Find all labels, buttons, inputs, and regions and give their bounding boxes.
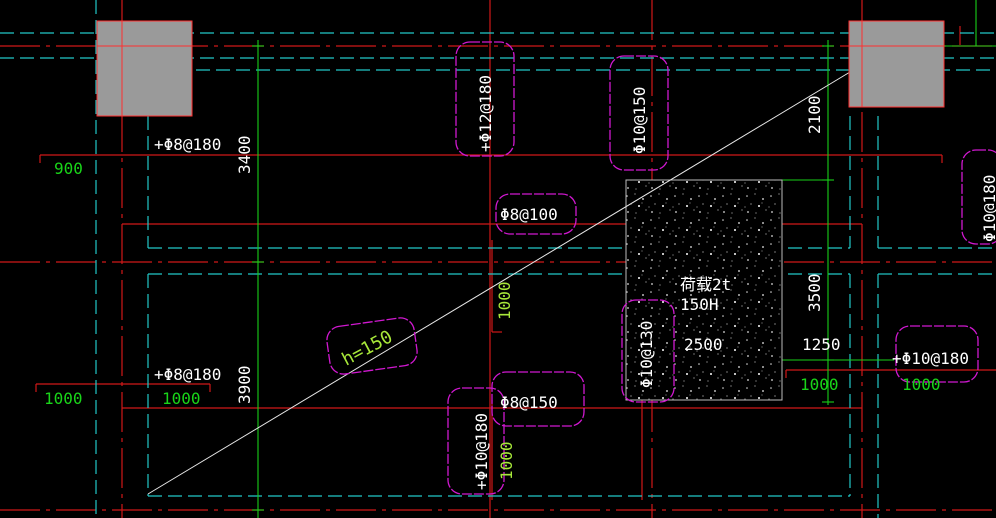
dimension-text: 1000 — [800, 375, 839, 394]
dimension-text: 3400 — [235, 135, 254, 174]
cloud — [326, 317, 418, 375]
dimension-text: 1000 — [44, 389, 83, 408]
load-area — [625, 179, 783, 401]
rebar-label: +Φ8@180 — [154, 135, 221, 154]
rebar-label: +Φ12@180 — [476, 75, 495, 152]
slab-thickness-label: h=150 — [338, 326, 396, 370]
dimension-text: 1000 — [902, 375, 941, 394]
load-label: 150H — [680, 295, 719, 314]
columns — [96, 20, 945, 117]
diagonal-line — [147, 71, 851, 495]
column-left — [96, 20, 193, 117]
cloud — [609, 55, 669, 171]
dimension-text: 1000 — [495, 281, 514, 320]
dimension-text: 900 — [54, 159, 83, 178]
dimension-text: 1250 — [802, 335, 841, 354]
load-label: 荷载2t — [680, 275, 731, 294]
rebar-label: +Φ8@180 — [154, 365, 221, 384]
revision-clouds — [326, 41, 996, 495]
rebar-label: Φ10@130 — [637, 321, 656, 388]
column-right — [848, 20, 945, 108]
dimension-text: 3500 — [805, 273, 824, 312]
cloud — [491, 371, 585, 427]
rebar-label: Φ10@180 — [980, 175, 996, 242]
rebar-label: Φ8@100 — [500, 205, 558, 224]
dimension-text: 1000 — [497, 441, 516, 480]
cloud — [455, 41, 515, 157]
rebar-label: Φ8@150 — [500, 393, 558, 412]
cloud — [495, 193, 577, 235]
dimension-text: 2500 — [684, 335, 723, 354]
dimension-text: 1000 — [162, 389, 201, 408]
cloud — [895, 325, 979, 383]
dimension-text: 2100 — [805, 95, 824, 134]
rebar-label: +Φ10@180 — [472, 413, 491, 490]
cloud — [961, 149, 996, 245]
rebar-label: Φ10@150 — [630, 87, 649, 154]
cloud — [447, 387, 505, 495]
dimension-text: 3900 — [235, 365, 254, 404]
rebar-label: +Φ10@180 — [892, 349, 969, 368]
cloud — [621, 299, 675, 403]
